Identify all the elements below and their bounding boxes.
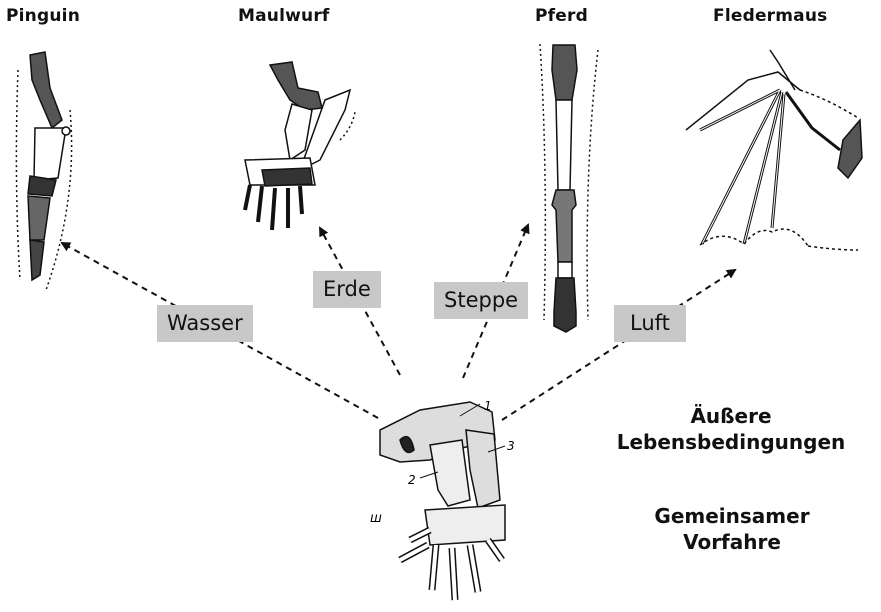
label-erde: Erde — [313, 271, 381, 308]
caption-line-1: Äußere — [596, 403, 866, 429]
arrow-luft — [502, 270, 735, 420]
label-wasser: Wasser — [157, 305, 253, 342]
horse-leg-illustration — [540, 44, 598, 332]
ancestor-hand-illustration — [380, 402, 505, 600]
caption-line-4: Vorfahre — [612, 529, 852, 555]
caption-line-3: Gemeinsamer — [612, 503, 852, 529]
bat-wing-illustration — [686, 50, 862, 250]
label-luft: Luft — [614, 305, 686, 342]
penguin-flipper-illustration — [16, 52, 71, 290]
caption-line-2: Lebensbedingungen — [596, 429, 866, 455]
ancestor-label-3: 3 — [507, 439, 515, 453]
caption-common-ancestor: Gemeinsamer Vorfahre — [612, 503, 852, 555]
label-steppe: Steppe — [434, 282, 528, 319]
mole-hand-illustration — [245, 62, 355, 230]
ancestor-label-2: 2 — [408, 473, 416, 487]
caption-external-conditions: Äußere Lebensbedingungen — [596, 403, 866, 455]
ancestor-label-roman: ш — [370, 511, 382, 526]
ancestor-label-1: 1 — [484, 399, 492, 413]
